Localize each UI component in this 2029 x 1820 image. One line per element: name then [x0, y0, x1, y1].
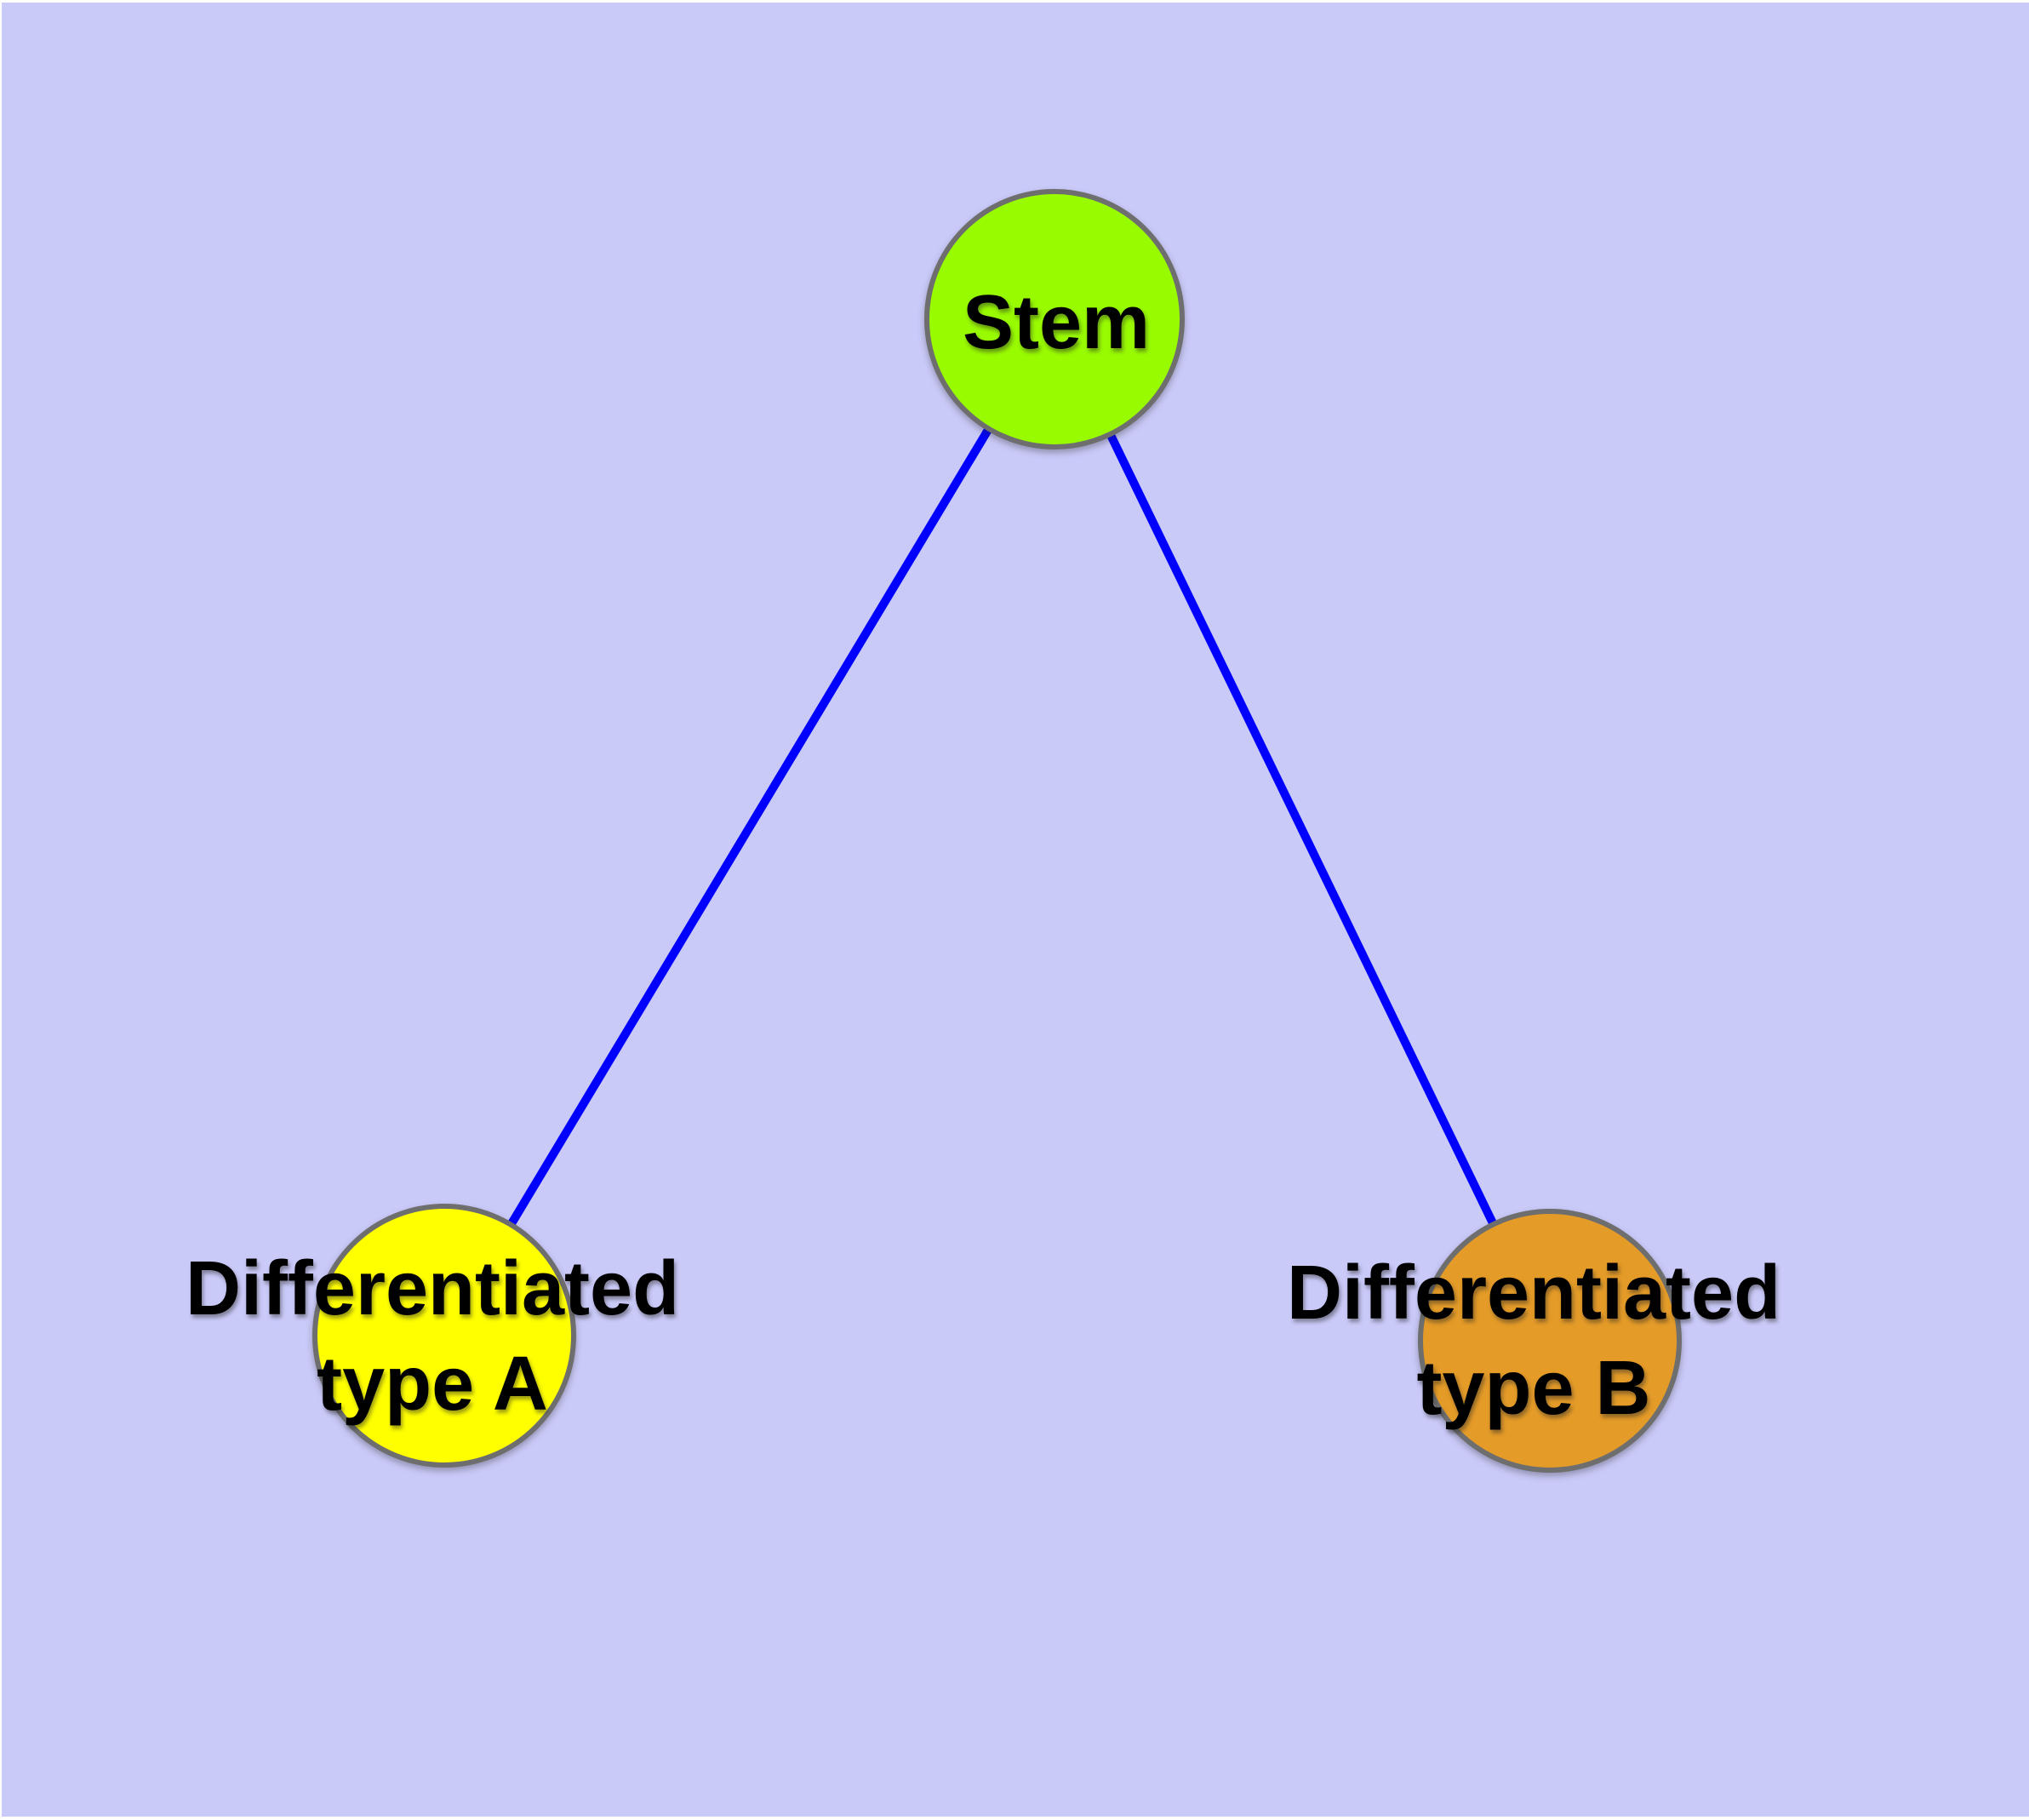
node-type-b-label-line1: Differentiated [1286, 1251, 1781, 1336]
node-stem-circle [924, 189, 1185, 449]
node-type-b-circle [1418, 1209, 1682, 1473]
edge-stem-to-type-a [440, 317, 1059, 1338]
node-stem-label-text: Stem [962, 280, 1151, 365]
edge-stem-to-type-b [1050, 317, 1554, 1343]
edge-group [440, 317, 1554, 1343]
node-type-a-label-line1: Differentiated [185, 1246, 680, 1331]
node-group [312, 189, 1682, 1473]
node-type-a-label: Differentiated type A [186, 1241, 679, 1432]
node-stem-label: Stem [963, 275, 1150, 370]
node-type-a-label-line2: type A [317, 1342, 548, 1427]
node-type-b-label: Differentiated type B [1287, 1245, 1780, 1436]
graph-canvas [2, 3, 2029, 1817]
node-type-b-label-line2: type B [1416, 1346, 1651, 1431]
node-type-a-circle [312, 1204, 576, 1468]
diagram-background: Stem Differentiated type A Differentiate… [2, 3, 2029, 1817]
